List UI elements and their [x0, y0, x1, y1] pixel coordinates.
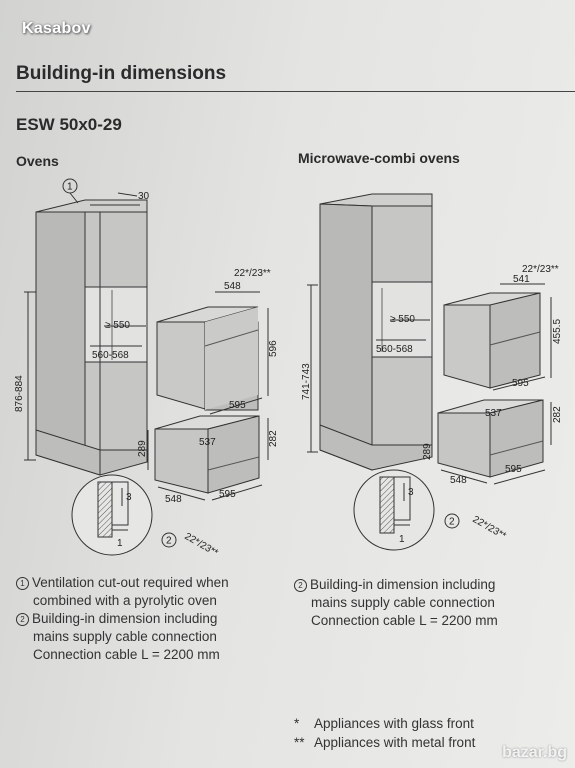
ovens-callout-2: 2	[161, 532, 177, 548]
microwave-dim-741-743: 741-743	[301, 363, 312, 400]
oven-appliance-box	[156, 306, 259, 411]
ovens-dim-596: 596	[268, 340, 279, 357]
microwave-dim-548: 548	[450, 475, 467, 486]
ovens-dim-876-884: 876-884	[14, 375, 25, 412]
microwave-dim-22-23-bottom: 22*/23**	[471, 514, 508, 542]
svg-text:2: 2	[166, 536, 172, 547]
svg-text:2: 2	[449, 517, 455, 528]
ovens-dim-537: 537	[199, 437, 216, 448]
footnote-metal-front: **Appliances with metal front	[294, 735, 476, 750]
svg-text:1: 1	[399, 534, 405, 545]
title-rule	[16, 91, 575, 92]
svg-text:3: 3	[126, 492, 132, 503]
microwave-dim-289: 289	[422, 443, 433, 460]
building-in-diagrams: 1 30 876-884 ≥ 550 560-568 22*/23** 548 …	[14, 178, 563, 559]
footnote-glass-front: *Appliances with glass front	[294, 716, 474, 731]
ovens-dim-560-568: 560-568	[92, 350, 129, 361]
ovens-dim-22-23-bottom: 22*/23**	[183, 531, 220, 559]
microwave-dim-541: 541	[513, 274, 530, 285]
microwave-dim-550: ≥ 550	[390, 314, 415, 325]
svg-text:1: 1	[67, 182, 73, 193]
ovens-callout-1: 1	[62, 178, 79, 204]
page-title: Building-in dimensions	[16, 63, 227, 84]
microwave-dim-560-568: 560-568	[376, 344, 413, 355]
oven-warming-drawer	[154, 415, 260, 494]
section-microwave-heading: Microwave-combi ovens	[298, 150, 460, 166]
microwave-appliance-box	[443, 292, 541, 389]
svg-text:1: 1	[117, 538, 123, 549]
microwave-callout-2: 2	[444, 513, 460, 529]
ovens-dim-289: 289	[137, 440, 148, 457]
ovens-dim-548-bottom: 548	[165, 494, 182, 505]
ovens-dim-595-bottom: 595	[219, 489, 236, 500]
ovens-tall-cabinet	[35, 199, 148, 476]
svg-text:3: 3	[408, 487, 414, 498]
microwave-dim-595-bottom: 595	[505, 464, 522, 475]
ovens-dim-30: 30	[138, 191, 150, 202]
ovens-dim-22-23-top: 22*/23**	[234, 268, 271, 279]
model-number: ESW 50x0-29	[16, 115, 122, 134]
microwave-dim-537: 537	[485, 408, 502, 419]
microwave-dim-595-top: 595	[512, 378, 529, 389]
watermark: Kasabov	[22, 20, 91, 37]
microwave-warming-drawer	[437, 399, 544, 478]
ovens-dim-548-top: 548	[224, 281, 241, 292]
ovens-dim-282: 282	[268, 430, 279, 447]
microwave-tall-cabinet	[319, 193, 433, 471]
microwave-dim-22-23-top: 22*/23**	[522, 264, 559, 275]
ovens-detail-circle: 3 1	[71, 474, 153, 556]
microwave-dim-282: 282	[552, 406, 563, 423]
microwave-dim-455-5: 455.5	[552, 319, 563, 344]
ovens-dim-595-top: 595	[229, 400, 246, 411]
ovens-dim-550: ≥ 550	[105, 320, 130, 331]
site-badge: bazar.bg	[502, 744, 567, 761]
microwave-detail-circle: 3 1	[353, 469, 435, 551]
section-ovens-heading: Ovens	[16, 153, 59, 169]
